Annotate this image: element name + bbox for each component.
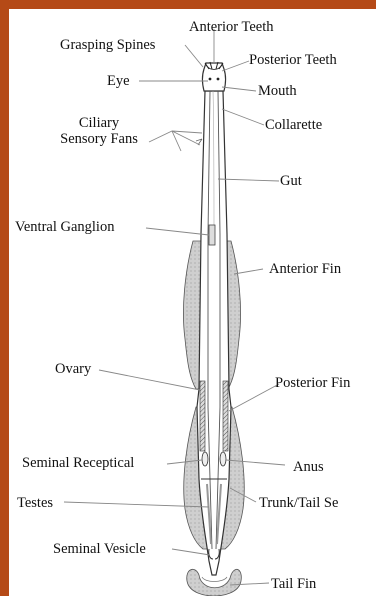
label-ciliary-line2: Sensory Fans: [49, 131, 149, 147]
label-ciliary-sensory-fans: Ciliary Sensory Fans: [49, 115, 149, 147]
label-mouth: Mouth: [258, 83, 297, 99]
label-ovary: Ovary: [55, 361, 91, 377]
diagram-panel: Anterior Teeth Grasping Spines Posterior…: [9, 9, 376, 596]
label-posterior-fin: Posterior Fin: [275, 375, 350, 391]
label-testes: Testes: [17, 495, 53, 511]
label-trunk-tail: Trunk/Tail Se: [259, 495, 338, 511]
label-anterior-fin: Anterior Fin: [269, 261, 341, 277]
ventral-ganglion: [209, 225, 215, 245]
label-posterior-teeth: Posterior Teeth: [249, 52, 337, 68]
label-collarette: Collarette: [265, 117, 322, 133]
ovary-left: [200, 381, 205, 451]
label-eye: Eye: [107, 73, 130, 89]
label-anus: Anus: [293, 459, 324, 475]
label-seminal-receptical: Seminal Receptical: [22, 455, 134, 471]
ovary-right: [223, 381, 228, 451]
label-grasping-spines: Grasping Spines: [60, 37, 155, 53]
label-ciliary-line1: Ciliary: [49, 115, 149, 131]
label-seminal-vesicle: Seminal Vesicle: [53, 541, 146, 557]
label-ventral-ganglion: Ventral Ganglion: [15, 219, 114, 235]
label-anterior-teeth: Anterior Teeth: [189, 19, 273, 35]
label-gut: Gut: [280, 173, 302, 189]
label-tail-fin: Tail Fin: [271, 576, 316, 592]
